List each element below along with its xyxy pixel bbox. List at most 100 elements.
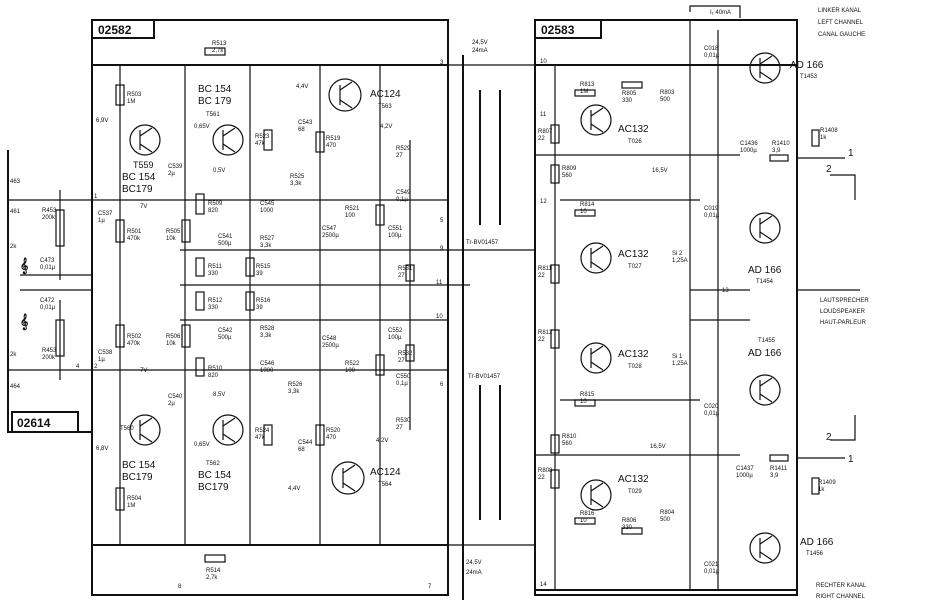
svg-text:2: 2 (826, 164, 832, 175)
t559-type: BC 154 (122, 172, 156, 183)
svg-text:T564: T564 (378, 482, 392, 488)
lbl-speaker-en: LOUDSPEAKER (820, 309, 866, 315)
v-0-65-top: 0,65V (194, 124, 210, 130)
v-0-5: 0,5V (213, 168, 225, 174)
v-6-8: 6,8V (96, 446, 108, 452)
transformer-section: 24,5V 24mA 24,5V 24mA Tr-BV01457 Tr-BV01… (448, 40, 535, 600)
svg-text:BC179: BC179 (198, 482, 229, 493)
lbl-left-channel-fr: CANAL GAUCHE (818, 32, 865, 38)
svg-text:T1456: T1456 (806, 551, 824, 557)
pin-1: 1 (94, 194, 98, 200)
board-02582: 02582 T559 BC 154 BC179 (76, 19, 449, 596)
svg-text:T560: T560 (120, 426, 134, 432)
svg-text:T1453: T1453 (800, 74, 818, 80)
v-7-top: 7V (140, 204, 147, 210)
svg-text:1: 1 (848, 148, 854, 159)
transistor-t027: AC132 T027 (580, 242, 649, 274)
board-label-02614: 02614 (17, 416, 51, 430)
svg-text:AC132: AC132 (618, 474, 649, 485)
transistor-t029: AC132 T029 (580, 474, 649, 511)
svg-text:T561: T561 (206, 112, 220, 118)
pin-7: 7 (428, 584, 432, 590)
supply-bot-i: 24mA (466, 570, 482, 576)
svg-text:T028: T028 (628, 364, 642, 370)
frag-463: 463 (10, 179, 21, 185)
svg-text:AD 166: AD 166 (748, 265, 782, 276)
frag-464: 464 (10, 384, 21, 390)
svg-text:AC124: AC124 (370, 467, 401, 478)
lbl-right-channel-de: RECHTER KANAL (816, 583, 867, 589)
lbl-left-channel-de: LINKER KANAL (818, 8, 862, 14)
transistor-t026: AC132 T026 (580, 104, 649, 145)
svg-text:BC179: BC179 (122, 472, 153, 483)
transistor-t563: AC124 T563 (328, 78, 401, 112)
frag-2k-a: 2k (10, 244, 17, 250)
svg-text:1: 1 (848, 454, 854, 465)
v-0-65-bot: 0,65V (194, 442, 210, 448)
transformer-2-label: Tr-BV01457 (468, 374, 501, 380)
svg-text:AD 166: AD 166 (790, 60, 824, 71)
rail-right: 16,5V (650, 444, 666, 450)
pin-5: 5 (440, 218, 444, 224)
v-4-4-top: 4,4V (296, 84, 308, 90)
svg-text:2: 2 (826, 432, 832, 443)
lbl-right-channel-en: RIGHT CHANNEL (816, 594, 866, 600)
svg-text:T1455: T1455 (758, 338, 776, 344)
svg-text:T559: T559 (133, 160, 154, 170)
pin-14: 14 (540, 582, 547, 588)
svg-text:BC 154: BC 154 (198, 470, 232, 481)
transistor-t559: T559 BC 154 BC179 (122, 124, 161, 195)
meter-top: I₁ 40mA (710, 10, 731, 16)
board-label-02614-box (11, 411, 79, 433)
supply-bot-v: 24,5V (466, 560, 482, 566)
frag-461: 461 (10, 209, 21, 215)
board-label-02582: 02582 (98, 23, 132, 37)
v-7-bot: 7V (140, 368, 147, 374)
pin-10: 10 (436, 314, 443, 320)
pin-3: 3 (440, 60, 444, 66)
svg-text:BC 179: BC 179 (198, 96, 232, 107)
supply-top-v: 24,5V (472, 40, 488, 46)
svg-text:T029: T029 (628, 489, 642, 495)
transistor-t560: T560 BC 154 BC179 (120, 414, 161, 483)
